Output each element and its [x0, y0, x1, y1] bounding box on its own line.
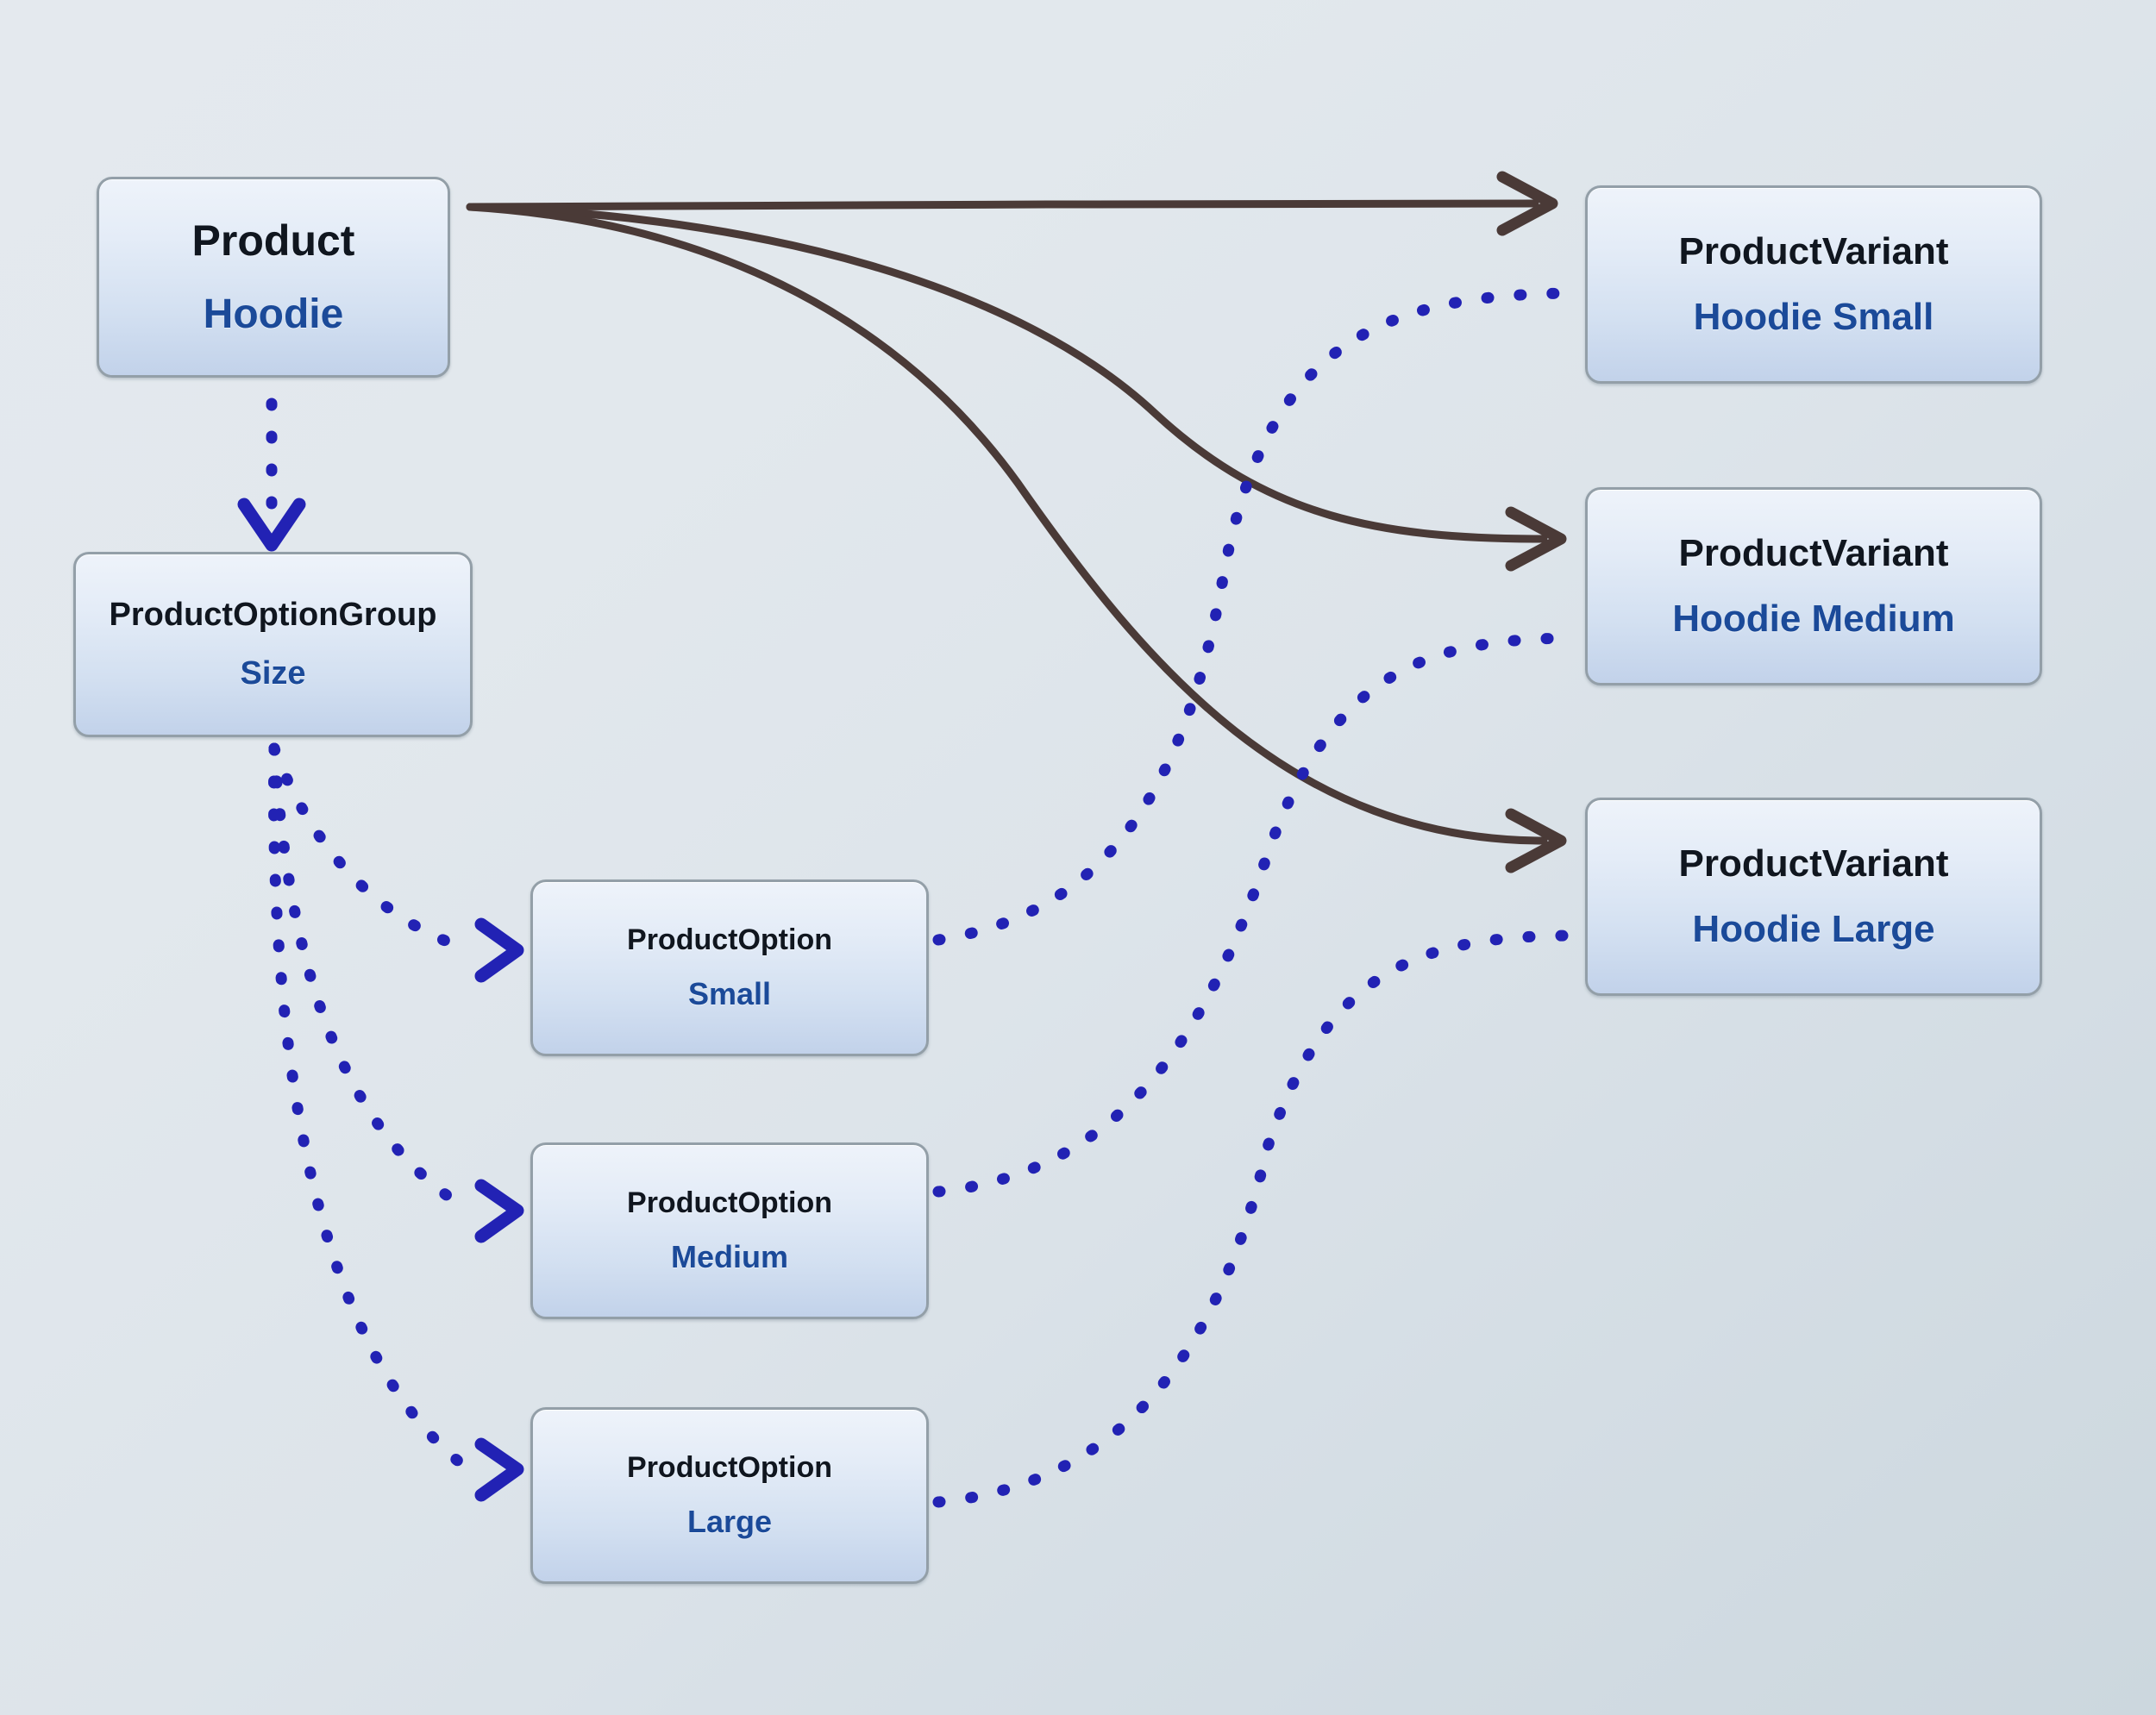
node-product-variant-hoodie-medium[interactable]: ProductVariant Hoodie Medium [1585, 487, 2042, 685]
node-product-subtitle: Hoodie [203, 291, 344, 337]
node-product-variant-hoodie-small-title: ProductVariant [1678, 229, 1949, 272]
edge-product-variant-medium [466, 203, 1548, 543]
node-product-option-small-subtitle: Small [687, 976, 772, 1012]
arrowhead-option-small [474, 917, 524, 983]
node-product-option-small-title: ProductOption [627, 923, 832, 956]
node-product-variant-hoodie-large-title: ProductVariant [1678, 842, 1949, 885]
edge-option-large-variant-large [932, 929, 1584, 1508]
node-product-variant-hoodie-medium-subtitle: Hoodie Medium [1672, 598, 1955, 640]
node-product-variant-hoodie-large[interactable]: ProductVariant Hoodie Large [1585, 798, 2042, 996]
edge-optiongroup-option-small [268, 742, 472, 955]
node-product-title: Product [191, 216, 355, 266]
edge-optiongroup-option-medium [268, 742, 470, 1213]
node-product-option-large-title: ProductOption [627, 1450, 832, 1484]
edge-optiongroup-option-large [268, 742, 470, 1472]
node-product-option-large-subtitle: Large [686, 1504, 773, 1540]
node-product-option-group-subtitle: Size [240, 654, 306, 692]
edge-optiongroup-to-options [268, 742, 472, 1472]
node-product-variant-hoodie-small-subtitle: Hoodie Small [1693, 296, 1934, 338]
arrowhead-option-large [474, 1437, 524, 1502]
node-product-option-medium-title: ProductOption [627, 1186, 832, 1219]
node-product-variant-hoodie-large-subtitle: Hoodie Large [1692, 908, 1935, 950]
node-product-option-medium[interactable]: ProductOption Medium [530, 1142, 929, 1319]
node-product-option-large[interactable]: ProductOption Large [530, 1407, 929, 1584]
arrowhead-variant-small [1496, 171, 1558, 236]
arrowhead-variant-medium [1505, 506, 1567, 572]
node-product-option-small[interactable]: ProductOption Small [530, 879, 929, 1056]
edge-option-small-variant-small [932, 287, 1584, 946]
arrowheads-options [474, 917, 524, 1502]
node-product-variant-hoodie-medium-title: ProductVariant [1678, 531, 1949, 574]
node-product-variant-hoodie-small[interactable]: ProductVariant Hoodie Small [1585, 185, 2042, 384]
node-product-option-group[interactable]: ProductOptionGroup Size [73, 552, 473, 737]
arrowheads-solid [1496, 171, 1567, 873]
node-product[interactable]: Product Hoodie [97, 177, 450, 378]
edge-options-to-variants [932, 287, 1584, 1508]
node-product-option-group-title: ProductOptionGroup [109, 596, 437, 633]
edge-product-variant-small [466, 199, 1539, 211]
edge-product-variant-large [466, 203, 1548, 845]
arrowhead-optiongroup [237, 498, 306, 552]
arrowhead-option-medium [474, 1179, 524, 1243]
node-product-option-medium-subtitle: Medium [670, 1239, 788, 1275]
edge-option-medium-variant-medium [932, 632, 1584, 1198]
edge-product-to-variants [466, 199, 1548, 845]
arrowhead-variant-large [1505, 808, 1567, 873]
